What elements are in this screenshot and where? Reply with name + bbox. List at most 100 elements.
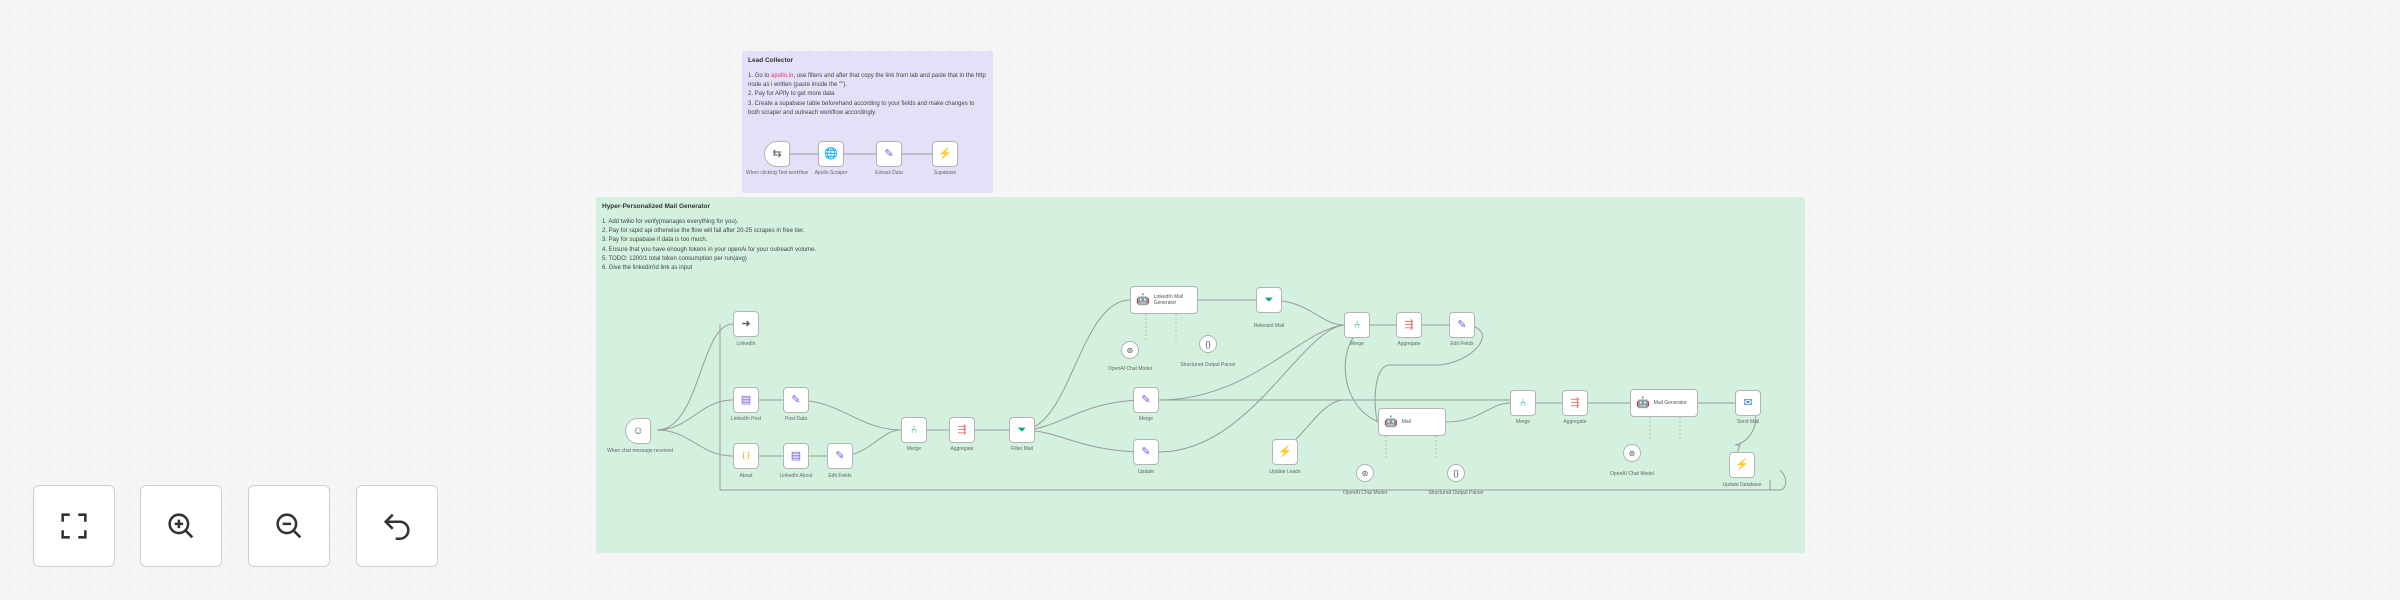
chat-icon: ☺ — [632, 424, 644, 437]
cursor-icon: ⇆ — [772, 147, 782, 160]
zoom-out-button[interactable] — [248, 485, 330, 567]
pencil-icon: ✎ — [1141, 445, 1151, 458]
supabase-icon: ⚡ — [1735, 458, 1749, 471]
mail-note-line: 6. Give the linkedin'id link as input — [602, 265, 693, 272]
openai-model-subnode[interactable]: ⊛ — [1121, 341, 1139, 359]
ai-agent-node-2[interactable]: 🤖Mail — [1378, 408, 1446, 436]
supabase-update-node-2[interactable]: ⚡ — [1729, 452, 1755, 478]
edit-about-node[interactable]: ✎ — [827, 443, 853, 469]
supabase-update-node[interactable]: ⚡ — [1272, 439, 1298, 465]
http-icon: ▤ — [790, 449, 802, 462]
node-label: Aggregate — [1563, 419, 1587, 425]
edit-bottom-node[interactable]: ✎ — [1133, 439, 1159, 465]
node-label: Merge — [1515, 419, 1531, 425]
mail-note-line: 2. Pay for rapid api otherwise the flow … — [602, 228, 805, 235]
output-parser-subnode[interactable]: {} — [1199, 335, 1217, 353]
node-title: Mail Generator — [1653, 400, 1687, 406]
linkedin-post-node[interactable]: ▤ — [733, 387, 759, 413]
lead-http-node[interactable]: 🌐 — [818, 141, 844, 167]
aggregate-icon: ⇶ — [1404, 318, 1414, 331]
chat-trigger-node[interactable]: ☺ — [625, 418, 651, 444]
post-data-node[interactable]: ✎ — [783, 387, 809, 413]
mail-note-line: 4. Ensure that you have enough tokens in… — [602, 246, 817, 253]
lead-collector-note[interactable]: Lead Collector 1. Go to apollo.io, use f… — [742, 51, 993, 193]
subnode-label: Structured Output Parser — [1428, 490, 1484, 496]
filter-icon: ⏷ — [1017, 423, 1027, 436]
merge-node-2[interactable]: ⑃ — [1344, 312, 1370, 338]
fit-view-icon — [61, 513, 87, 539]
node-label: Merge — [1138, 416, 1154, 422]
filter-icon: ⏷ — [1264, 293, 1274, 306]
relevant-mail-node[interactable]: ⏷ — [1256, 287, 1282, 313]
robot-icon: 🤖 — [1384, 415, 1398, 428]
apollo-link[interactable]: apollo.io — [771, 73, 794, 79]
aggregate-icon: ⇶ — [1570, 396, 1580, 409]
node-label: Merge — [1349, 341, 1365, 347]
node-label: Update Database — [1722, 482, 1762, 488]
pencil-icon: ✎ — [884, 147, 894, 160]
merge-icon: ⑃ — [1353, 318, 1361, 331]
fit-view-button[interactable] — [33, 485, 115, 567]
node-label: LinkedIn — [736, 341, 756, 347]
aggregate-node[interactable]: ⇶ — [949, 417, 975, 443]
openai-icon: ⊛ — [1126, 345, 1134, 355]
mail-icon: ✉ — [1743, 396, 1753, 409]
zoom-in-icon — [168, 513, 194, 539]
subnode-label: OpenAI Chat Model — [1343, 490, 1387, 496]
robot-icon: 🤖 — [1136, 293, 1150, 306]
edit-fields-node-2[interactable]: ✎ — [1449, 312, 1475, 338]
lead-note-line: 2. Pay for APify to get more data — [748, 91, 835, 98]
node-label: Supabase — [933, 170, 957, 176]
undo-icon — [383, 513, 410, 541]
ai-agent-node-3[interactable]: 🤖Mail Generator — [1630, 389, 1698, 417]
openai-model-subnode-3[interactable]: ⊛ — [1623, 444, 1641, 462]
mail-note-line: 1. Add twilio for verify(manages everyth… — [602, 219, 739, 225]
about-code-node[interactable]: { } — [733, 443, 759, 469]
ai-agent-node[interactable]: 🤖LinkedIn Mail Generator — [1130, 286, 1198, 314]
lead-note-line: 3. Create a supabase table beforehand ac… — [748, 100, 975, 116]
node-title: Mail — [1401, 419, 1411, 425]
node-label: Update — [1137, 469, 1155, 475]
arrow-icon: ➜ — [741, 317, 751, 330]
pencil-icon: ✎ — [791, 393, 801, 406]
node-label: Post Data — [785, 416, 807, 422]
aggregate-node-3[interactable]: ⇶ — [1562, 390, 1588, 416]
node-label: LinkedIn Post — [730, 416, 762, 422]
code-icon: { } — [742, 451, 750, 460]
node-label: Aggregate — [950, 446, 974, 452]
linkedin-about-node[interactable]: ▤ — [783, 443, 809, 469]
pencil-icon: ✎ — [835, 449, 845, 462]
lead-edit-node[interactable]: ✎ — [876, 141, 902, 167]
filter-node[interactable]: ⏷ — [1009, 417, 1035, 443]
subnode-label: OpenAI Chat Model — [1108, 366, 1152, 372]
subnode-label: Structured Output Parser — [1180, 362, 1236, 368]
merge-node-3[interactable]: ⑃ — [1510, 390, 1536, 416]
edit-mid-node[interactable]: ✎ — [1133, 387, 1159, 413]
http-icon: ▤ — [740, 393, 752, 406]
send-mail-node[interactable]: ✉ — [1735, 390, 1761, 416]
merge-node[interactable]: ⑃ — [901, 417, 927, 443]
linkedin-node[interactable]: ➜ — [733, 311, 759, 337]
lead-note-text: 1. Go to apollo.io, use filters and afte… — [748, 73, 986, 89]
pencil-icon: ✎ — [1141, 393, 1151, 406]
node-label: Apollo Scraper — [814, 170, 848, 176]
node-label: Edit Fields — [1450, 341, 1474, 347]
lead-supabase-node[interactable]: ⚡ — [932, 141, 958, 167]
output-parser-subnode-2[interactable]: {} — [1447, 464, 1465, 482]
openai-model-subnode-2[interactable]: ⊛ — [1356, 464, 1374, 482]
zoom-in-button[interactable] — [140, 485, 222, 567]
node-label: Merge — [906, 446, 922, 452]
openai-icon: ⊛ — [1628, 448, 1636, 458]
node-label: About — [739, 473, 753, 479]
lead-note-title: Lead Collector — [748, 57, 794, 64]
zoom-out-icon — [276, 513, 302, 539]
node-label: When chat message received — [607, 448, 673, 454]
aggregate-node-2[interactable]: ⇶ — [1396, 312, 1422, 338]
lead-trigger-node[interactable]: ⇆ — [764, 141, 790, 167]
node-label: Relevant Mail — [1253, 323, 1285, 329]
supabase-icon: ⚡ — [1278, 445, 1292, 458]
undo-button[interactable] — [356, 485, 438, 567]
mail-generator-note[interactable]: Hyper-Personalized Mail Generator 1. Add… — [596, 197, 1805, 553]
node-label: Edit Fields — [828, 473, 852, 479]
